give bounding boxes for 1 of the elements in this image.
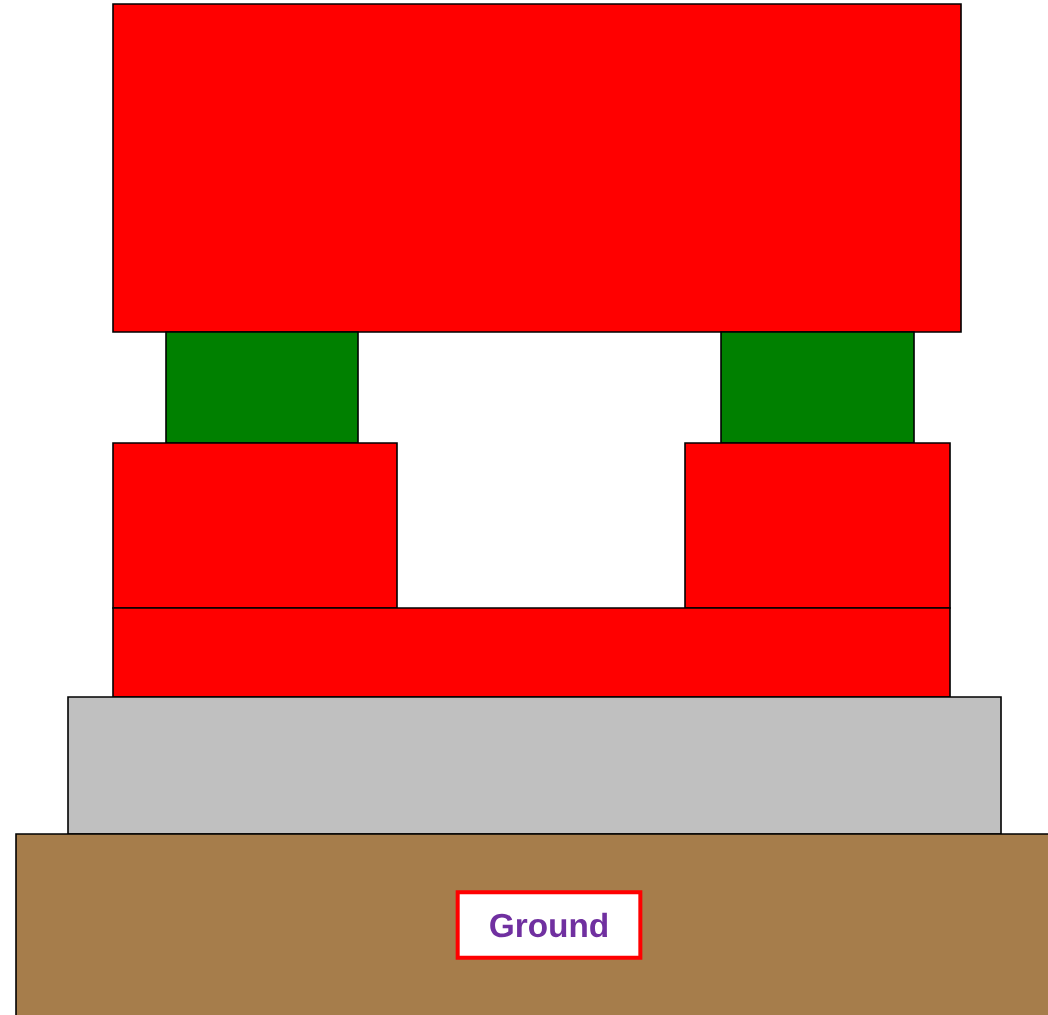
label-box: Ground bbox=[455, 890, 643, 960]
